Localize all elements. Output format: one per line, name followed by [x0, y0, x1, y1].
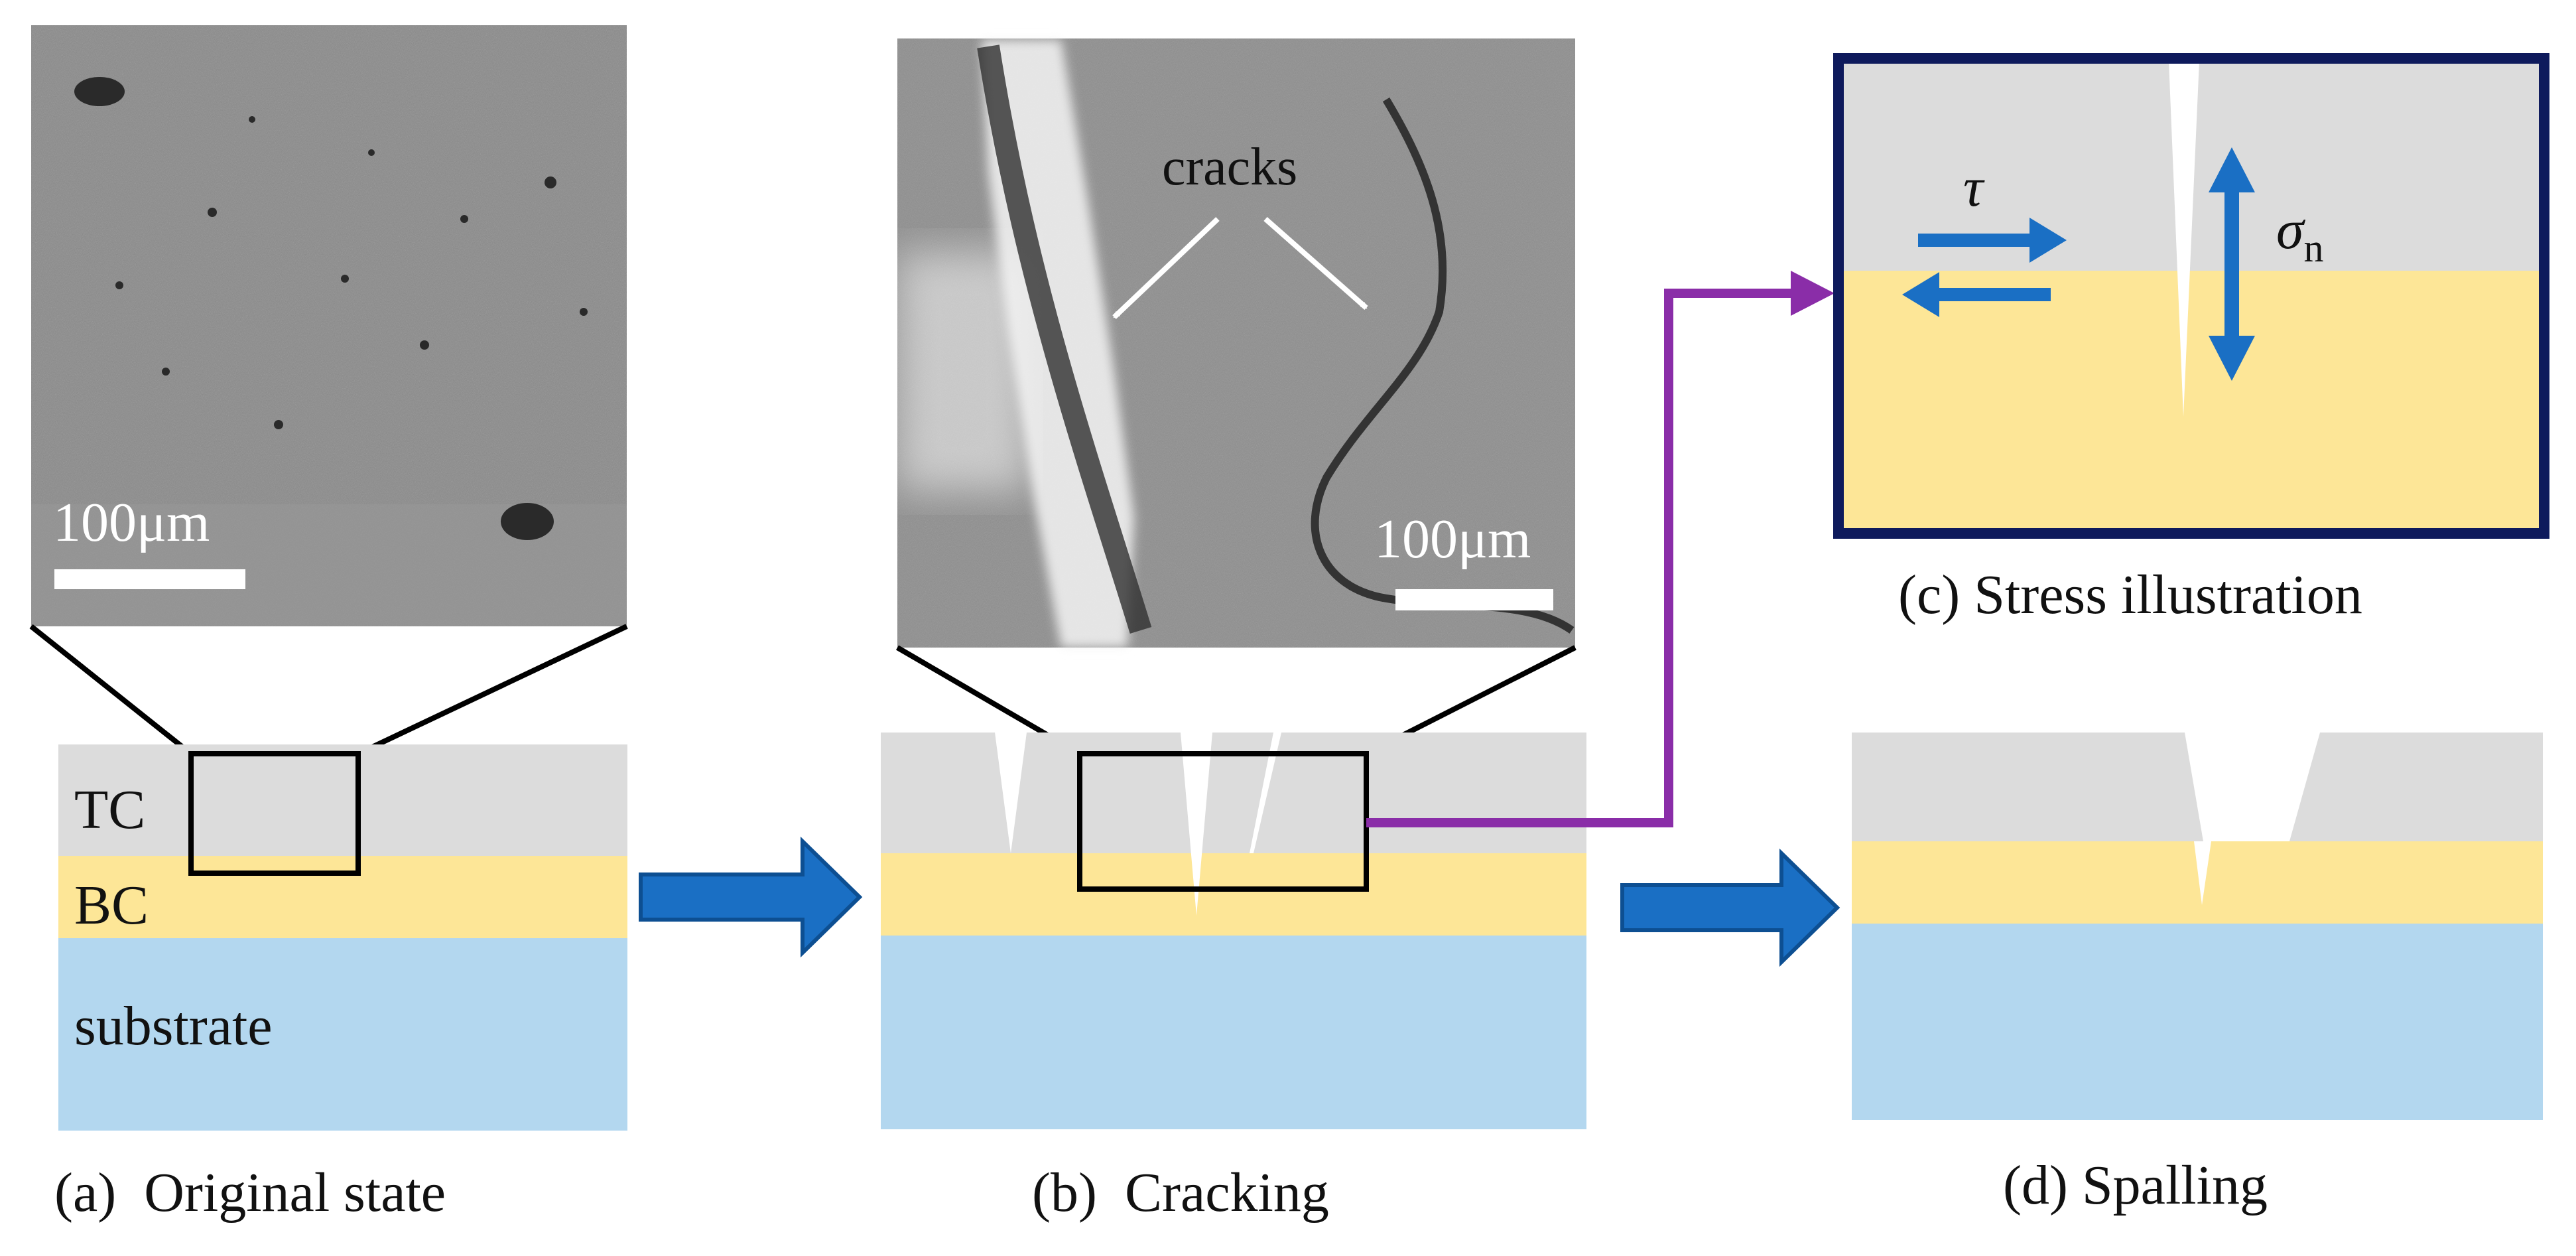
layer-label-bc: BC: [74, 874, 149, 936]
connector-arrowhead: [1791, 271, 1835, 316]
panel-b: cracks 100μm (b) Cracking: [881, 38, 1586, 1223]
zoom-line-a-left: [29, 624, 193, 756]
scale-label-a: 100μm: [53, 492, 210, 553]
layer-tc-a: [58, 744, 627, 856]
scale-bar-b: [1395, 589, 1553, 610]
shear-arrows: [1902, 218, 2067, 317]
panel-a: 100μm TC BC substrate (a) Original state: [29, 25, 628, 1223]
connector-b-to-c: [1366, 289, 1791, 827]
zoom-box-a: [188, 751, 361, 876]
layer-tc-b: [881, 733, 1586, 853]
normal-stress-arrow: [2209, 147, 2255, 381]
crack-annotation: cracks: [1162, 138, 1297, 196]
zoom-line-a-right: [357, 624, 628, 756]
caption-a: (a) Original state: [54, 1162, 446, 1223]
caption-d: (d) Spalling: [2003, 1154, 2268, 1216]
sem-image-cracking: cracks 100μm: [897, 38, 1575, 648]
layer-substrate-b: [881, 936, 1586, 1129]
stress-crack-wedge: [2169, 61, 2199, 417]
sem-image-original: 100μm: [31, 25, 627, 626]
spall-crack-wedge: [2194, 841, 2211, 905]
layer-bc-a: [58, 856, 627, 938]
caption-b: (b) Cracking: [1032, 1162, 1329, 1223]
shear-arrow-bottom: [1902, 272, 2051, 317]
layer-label-tc: TC: [74, 779, 145, 841]
scale-label-b: 100μm: [1374, 508, 1531, 570]
crack-pointer-right: [1263, 216, 1368, 311]
arrow-b-to-d: [1620, 848, 1840, 967]
layer-substrate-a: [58, 938, 627, 1131]
stress-bc-region: [1841, 271, 2542, 531]
layer-bc-b: [881, 853, 1586, 936]
shear-stress-symbol: τ: [1963, 157, 1985, 218]
panel-d: (d) Spalling: [1852, 733, 2543, 1216]
crack-pointer-left: [1112, 217, 1220, 319]
normal-stress-subscript: n: [2303, 226, 2323, 270]
crack-left: [977, 44, 1152, 634]
stress-frame: [1833, 53, 2549, 539]
normal-stress-symbol: σn: [2276, 199, 2323, 270]
arrow-a-to-b: [639, 836, 863, 958]
panel-c: τ σn (c) Stress illustration: [1833, 53, 2549, 626]
shear-arrow-top: [1918, 218, 2067, 263]
layer-label-substrate: substrate: [74, 995, 273, 1057]
layer-tc-d: [1852, 733, 2203, 841]
caption-c: (c) Stress illustration: [1898, 564, 2362, 626]
crack-wedge-1: [995, 733, 1027, 853]
scale-bar-a: [54, 569, 245, 589]
crack-wedge-3: [1250, 733, 1281, 853]
crack-wedge-2: [1181, 733, 1212, 916]
normal-stress-sigma: σ: [2276, 199, 2306, 261]
layer-tc-d-right: [2289, 733, 2543, 841]
layer-substrate-d: [1852, 924, 2543, 1120]
